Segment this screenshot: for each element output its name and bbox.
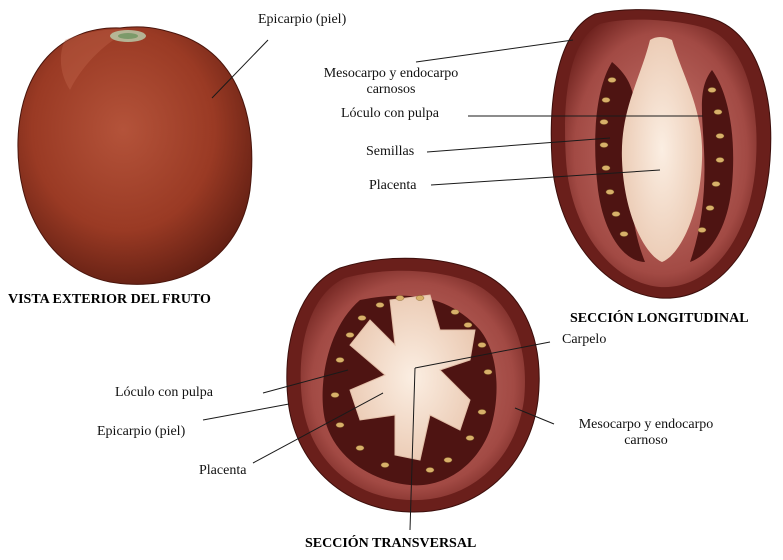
leader-long-mesocarpo — [416, 40, 573, 62]
whole-fruit-image — [18, 27, 252, 285]
label-long-semillas: Semillas — [366, 144, 414, 160]
longitudinal-section-image — [551, 10, 770, 299]
label-trans-mesocarpo-line2: carnoso — [556, 433, 736, 449]
leader-trans-epicarpio — [203, 404, 289, 420]
label-exterior-epicarpio: Epicarpio (piel) — [258, 12, 346, 28]
label-trans-epicarpio: Epicarpio (piel) — [97, 424, 185, 440]
label-long-loculo: Lóculo con pulpa — [341, 106, 439, 122]
label-long-placenta: Placenta — [369, 178, 416, 194]
transverse-section-image — [287, 258, 539, 512]
title-exterior-view: VISTA EXTERIOR DEL FRUTO — [8, 292, 211, 308]
label-trans-carpelo: Carpelo — [562, 332, 606, 348]
title-transverse-section: SECCIÓN TRANSVERSAL — [305, 536, 476, 552]
label-trans-mesocarpo: Mesocarpo y endocarpo carnoso — [556, 417, 736, 449]
label-long-mesocarpo: Mesocarpo y endocarpo carnosos — [306, 66, 476, 98]
label-long-mesocarpo-line1: Mesocarpo y endocarpo — [306, 66, 476, 82]
label-trans-placenta: Placenta — [199, 463, 246, 479]
label-trans-loculo: Lóculo con pulpa — [115, 385, 213, 401]
title-longitudinal-section: SECCIÓN LONGITUDINAL — [570, 311, 749, 327]
label-trans-mesocarpo-line1: Mesocarpo y endocarpo — [556, 417, 736, 433]
label-long-mesocarpo-line2: carnosos — [306, 82, 476, 98]
